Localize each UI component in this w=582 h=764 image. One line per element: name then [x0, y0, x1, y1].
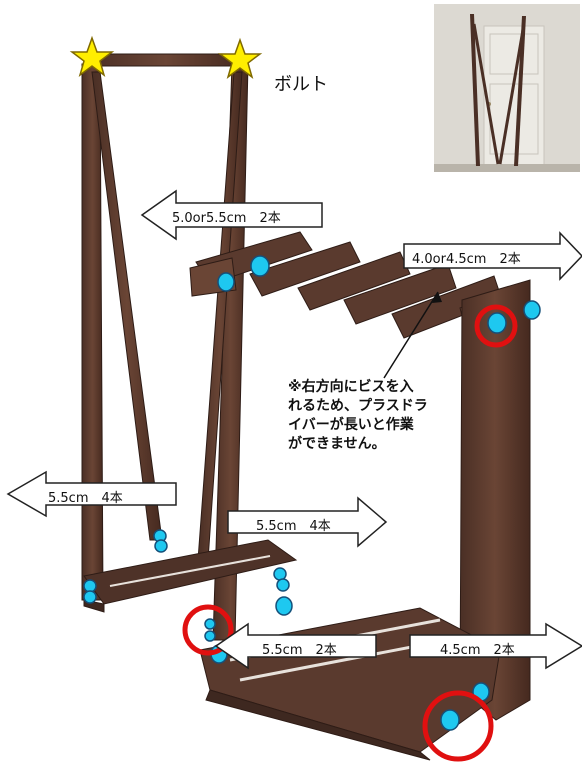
screw-dot-icon [523, 300, 541, 320]
screw-label-bottom-right: 4.5cm 2本 [440, 643, 515, 658]
highlight-ring-icon [474, 304, 518, 348]
arrow-icon [140, 189, 323, 241]
arrow-icon [403, 231, 582, 281]
screw-dot-icon [440, 709, 460, 731]
screw-dot-icon [273, 567, 287, 581]
driver-note-line: ができません。 [288, 436, 386, 452]
screw-dot-icon [83, 590, 97, 604]
screw-label-top-right: 4.0or4.5cm 2本 [412, 252, 521, 267]
screw-dot-icon [250, 255, 270, 277]
driver-note-line: イバーが長いと作業 [288, 417, 414, 433]
bolt-label: ボルト [274, 74, 328, 95]
arrow-icon [214, 622, 377, 670]
screw-dot-icon [275, 596, 293, 616]
screw-dot-icon [487, 312, 507, 334]
left-upright [81, 63, 104, 601]
highlight-ring-icon [422, 690, 494, 762]
leader-line [383, 291, 439, 379]
leader-arrowhead [432, 292, 442, 303]
driver-note-line: ※右方向にビスを入 [288, 379, 414, 395]
arrow-icon [227, 496, 388, 548]
screw-dot-icon [276, 578, 290, 592]
reference-photo [434, 4, 580, 172]
front-post [459, 279, 531, 721]
arrow-icon [409, 622, 582, 670]
driver-note: ※右方向にビスを入 れるため、プラスドラ イバーが長いと作業 ができません。 [288, 378, 478, 454]
photo-content [434, 4, 580, 172]
screw-dot-icon [217, 272, 235, 292]
screw-dot-icon [154, 539, 168, 553]
screw-label-top-left: 5.0or5.5cm 2本 [172, 211, 281, 226]
screw-label-mid-right: 5.5cm 4本 [256, 519, 331, 534]
star-icon [217, 37, 263, 79]
highlight-rings [182, 304, 518, 762]
bolt-markers [69, 35, 263, 79]
arrow-icon [6, 470, 177, 518]
highlight-ring-icon [182, 604, 234, 656]
screw-label-mid-left: 5.5cm 4本 [48, 491, 123, 506]
driver-note-line: れるため、プラスドラ [288, 398, 428, 414]
dimension-arrows [6, 189, 582, 670]
screw-label-bottom-center: 5.5cm 2本 [262, 643, 337, 658]
star-icon [69, 35, 115, 77]
screw-dot-icon [83, 579, 97, 593]
screw-dot-icon [204, 618, 216, 630]
screw-dot-icon [204, 630, 216, 642]
